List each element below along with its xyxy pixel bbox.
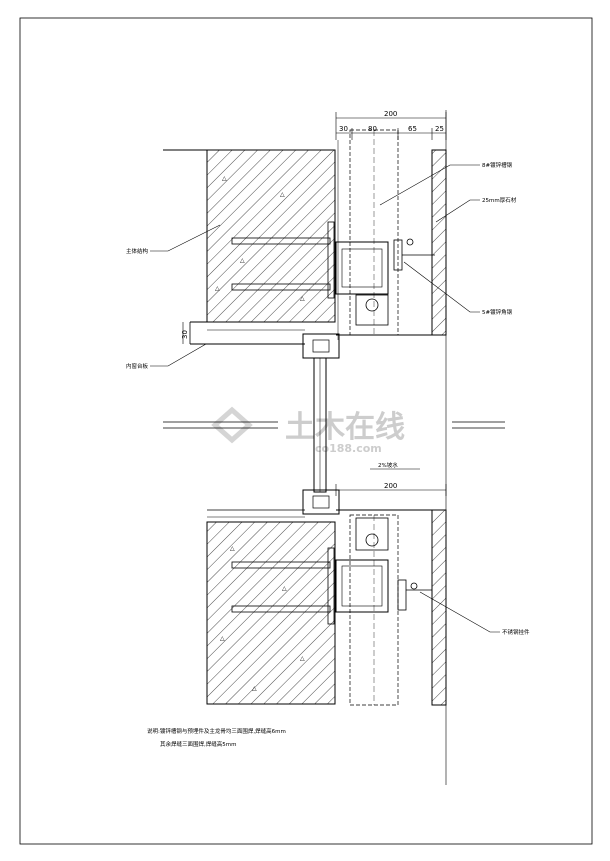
drawing-frame: [19, 17, 593, 845]
label-galv-channel: 8#镀锌槽钢: [482, 161, 513, 169]
note-line-1: 说明:镀锌槽钢与预埋件及主龙骨均三面围焊,焊缝高6mm: [147, 727, 286, 735]
label-slope: 2%坡水: [378, 461, 398, 469]
bottom-dimension: [335, 484, 447, 496]
label-main-structure: 主体结构: [126, 247, 149, 255]
dim-top-seg-2: 80: [368, 125, 377, 133]
top-slab: △ △ △ △ △: [163, 149, 336, 345]
svg-text:△: △: [280, 191, 285, 198]
note-line-2: 其余焊缝三面围焊,焊缝高5mm: [160, 740, 236, 748]
top-anchor-bolts: [231, 221, 335, 299]
label-stainless-pendant: 不锈钢挂件: [502, 628, 530, 636]
bottom-slab: △ △ △ △ △: [206, 509, 336, 705]
dim-top-seg-4: 25: [435, 125, 444, 133]
dim-bottom-total: 200: [384, 482, 397, 490]
top-channel-assembly: [335, 110, 447, 785]
dim-top-seg-3: 65: [408, 125, 417, 133]
window-frame: [302, 333, 340, 515]
label-stone: 25mm厚石材: [482, 196, 517, 204]
watermark-sub: co188.com: [315, 442, 382, 455]
svg-text:△: △: [252, 685, 257, 692]
leader-lines: [150, 164, 500, 633]
label-window-sill: 内窗台板: [126, 362, 149, 370]
svg-text:△: △: [215, 285, 220, 292]
dim-left-offset: 30: [181, 330, 189, 339]
watermark: 土木在线 co188.com: [211, 406, 405, 455]
break-lines: [163, 421, 505, 429]
svg-text:△: △: [220, 635, 225, 642]
bottom-channel-assembly: [335, 509, 447, 706]
bottom-anchor-bolts: [231, 547, 335, 625]
watermark-text: 土木在线: [285, 410, 405, 445]
top-dimension-chain: [335, 112, 447, 140]
dim-top-total: 200: [384, 110, 397, 118]
svg-text:△: △: [240, 257, 245, 264]
svg-text:△: △: [300, 655, 305, 662]
svg-text:△: △: [222, 175, 227, 182]
dim-top-seg-1: 30: [339, 125, 348, 133]
svg-text:△: △: [282, 585, 287, 592]
svg-text:△: △: [230, 545, 235, 552]
label-galv-angle: 5#镀锌角钢: [482, 308, 513, 316]
svg-text:△: △: [300, 295, 305, 302]
